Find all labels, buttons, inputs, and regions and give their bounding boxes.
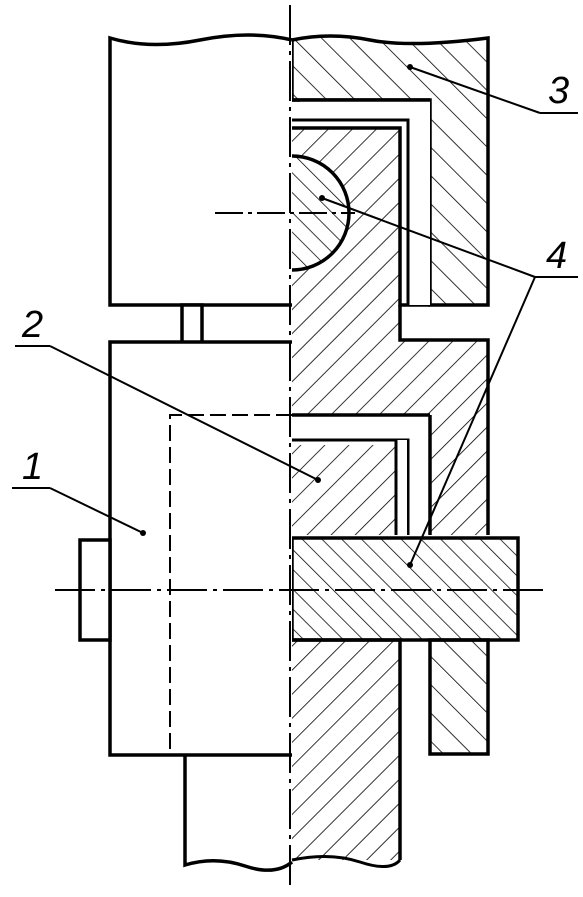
fork-gap-upper [292, 98, 430, 305]
leader-lines [12, 66, 578, 566]
leader-dots [140, 64, 413, 568]
label-2: 2 [21, 304, 43, 346]
label-4: 4 [546, 235, 567, 277]
part-1-body [78, 33, 294, 872]
center-lines [55, 5, 545, 890]
label-1: 1 [22, 446, 43, 488]
label-3: 3 [548, 70, 569, 112]
part-3-fork [290, 34, 490, 756]
part-2-block [292, 413, 430, 535]
